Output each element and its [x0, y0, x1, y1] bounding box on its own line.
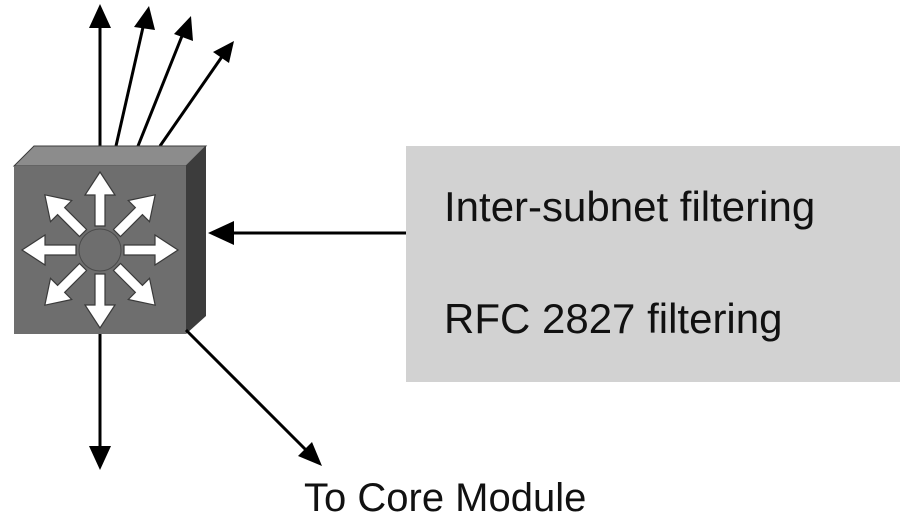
- core-arrow: [184, 328, 310, 454]
- callout-box: [406, 146, 900, 382]
- core-module-label: To Core Module: [304, 476, 587, 520]
- uplink-arrowhead-2: [134, 6, 155, 30]
- uplink-arrow-2: [114, 13, 148, 147]
- callout-line-rfc2827: RFC 2827 filtering: [444, 295, 783, 342]
- downlink-arrowhead: [89, 446, 111, 470]
- uplink-arrowheads: [89, 4, 234, 63]
- uplink-arrow-3: [136, 25, 188, 147]
- uplink-arrowhead-4: [213, 41, 234, 63]
- uplink-arrowhead-1: [89, 4, 111, 28]
- uplink-arrowhead-3: [174, 16, 193, 41]
- switch-hub: [78, 228, 122, 272]
- uplink-arrow-4: [158, 47, 230, 147]
- switch-top-face: [12, 145, 208, 167]
- switch-side-face: [186, 146, 206, 334]
- uplink-arrows: [98, 13, 230, 147]
- multilayer-switch-icon: [12, 145, 208, 334]
- core-arrowhead: [298, 442, 322, 466]
- switch-glyph: [20, 170, 180, 330]
- callout-arrowhead: [208, 221, 234, 245]
- callout-line-inter-subnet: Inter-subnet filtering: [444, 183, 816, 230]
